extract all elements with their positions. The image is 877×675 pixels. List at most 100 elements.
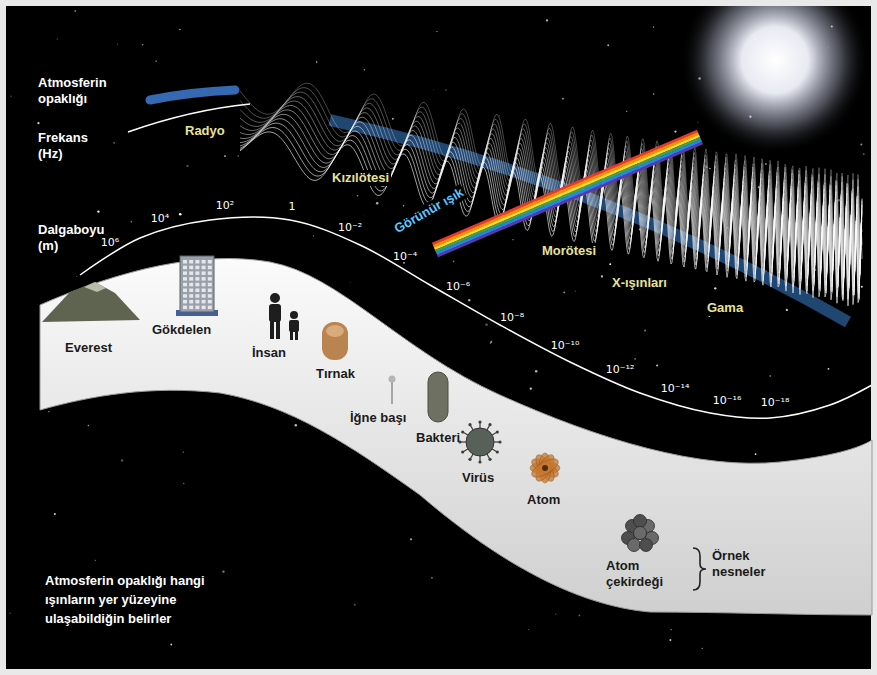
star <box>54 513 56 515</box>
building-window <box>183 271 187 275</box>
virus-spike-tip <box>496 430 499 433</box>
building-window <box>208 300 212 304</box>
star <box>179 29 181 31</box>
star <box>574 290 576 292</box>
star <box>222 571 224 573</box>
star <box>644 330 646 332</box>
building-window <box>189 289 193 293</box>
star <box>445 89 446 90</box>
star <box>48 411 49 412</box>
star <box>530 388 532 390</box>
mountain-icon <box>42 282 140 322</box>
star <box>376 202 378 204</box>
star <box>490 341 492 343</box>
building-window <box>183 294 187 298</box>
wave-line <box>240 119 862 294</box>
building-window <box>189 283 193 287</box>
star <box>786 309 788 311</box>
star <box>10 96 12 98</box>
virus-spike-tip <box>488 458 491 461</box>
pin-head <box>389 376 396 383</box>
wavelength-tick: 10⁻⁸ <box>500 311 524 325</box>
rainbow-stripe <box>436 138 701 251</box>
building-window <box>189 271 193 275</box>
star <box>499 115 500 116</box>
building-window <box>208 271 212 275</box>
star <box>755 453 757 455</box>
star <box>555 613 557 615</box>
frame <box>3 3 874 672</box>
star <box>765 163 766 164</box>
virus-spike <box>479 456 480 461</box>
star <box>828 368 830 370</box>
star <box>433 89 435 91</box>
star <box>170 644 172 646</box>
band-outline <box>40 259 872 615</box>
virus-spike <box>492 433 496 436</box>
virus-spike-tip <box>461 450 464 453</box>
virus-spike <box>479 423 480 428</box>
object-label: Virüs <box>462 470 494 486</box>
virus-spike-tip <box>488 423 491 426</box>
rainbow-stripe <box>437 141 702 254</box>
mountain-snow <box>84 282 106 292</box>
building-window <box>202 306 206 310</box>
star <box>121 459 123 461</box>
object-label: İğne başı <box>350 410 406 426</box>
building-window <box>195 294 199 298</box>
star <box>364 69 365 70</box>
wave-line <box>240 132 862 306</box>
star <box>634 358 635 359</box>
finger-icon <box>322 322 348 360</box>
building-window <box>208 283 212 287</box>
building-window <box>202 260 206 264</box>
bacterium-icon <box>428 372 448 422</box>
band-name: Kızılötesi <box>330 170 391 186</box>
wavelength-tick: 1 <box>289 200 296 214</box>
star <box>179 213 182 216</box>
star <box>56 38 58 40</box>
atom-icon <box>529 455 561 480</box>
star <box>46 161 47 162</box>
nucleus-icon <box>634 527 647 540</box>
object-label: Tırnak <box>316 366 355 382</box>
building-window <box>202 283 206 287</box>
star <box>453 261 455 263</box>
star <box>674 130 676 132</box>
rainbow-stripe <box>438 143 703 256</box>
star <box>485 324 488 327</box>
building-window <box>189 277 193 281</box>
axis-label: Frekans (Hz) <box>38 130 108 163</box>
wave-line <box>240 114 862 287</box>
star <box>316 61 317 62</box>
building-window <box>208 306 212 310</box>
wavelength-tick: 10⁻¹² <box>606 363 635 377</box>
wavelength-tick: 10⁻¹⁶ <box>713 394 742 408</box>
building-window <box>183 289 187 293</box>
star <box>528 629 529 630</box>
virus-spike <box>487 426 490 430</box>
building-window <box>183 306 187 310</box>
wavelength-tick: 10⁴ <box>151 212 169 226</box>
band-name: Gama <box>705 300 745 316</box>
star <box>349 282 351 284</box>
star <box>186 165 188 167</box>
building-window <box>202 294 206 298</box>
wavelength-tick: 10⁻⁴ <box>393 250 417 264</box>
object-label: İnsan <box>252 345 286 361</box>
star <box>669 639 671 641</box>
building-window <box>189 266 193 270</box>
star <box>653 26 654 27</box>
star <box>860 144 862 146</box>
star <box>403 205 404 206</box>
star <box>607 44 609 46</box>
star <box>37 122 39 124</box>
star <box>562 98 564 100</box>
wavelength-tick: 10⁻¹⁴ <box>661 382 690 396</box>
building-window <box>183 266 187 270</box>
building-window <box>183 277 187 281</box>
star <box>431 577 433 579</box>
object-label: Örnek nesneler <box>712 548 782 581</box>
star <box>76 276 77 277</box>
star <box>9 612 10 613</box>
